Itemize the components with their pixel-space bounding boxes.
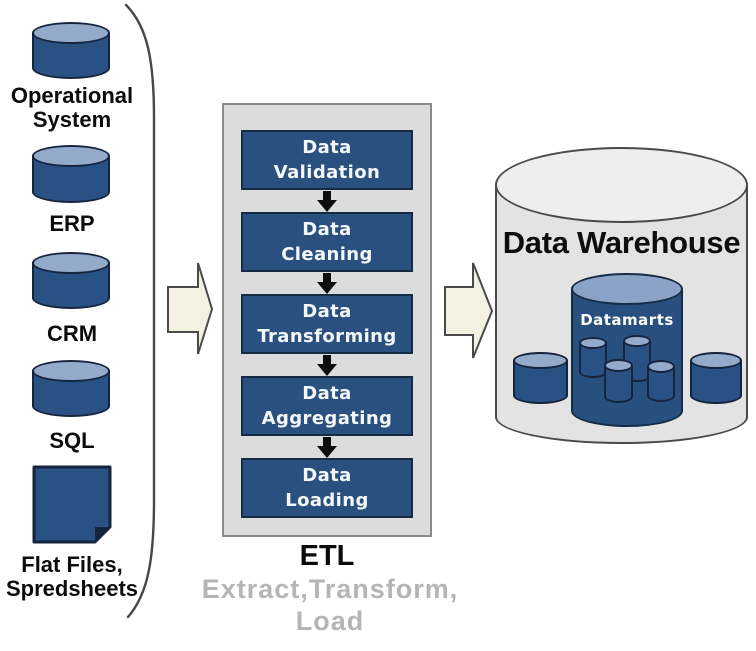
source-label-erp: ERP [0, 212, 164, 236]
step-label-line: Data [302, 301, 352, 322]
step-label-line: Validation [273, 162, 381, 183]
database-cylinder-icon [32, 360, 110, 417]
cylinder-top [690, 352, 742, 369]
source-label-line: Flat Files, [21, 552, 123, 577]
database-cylinder-icon [32, 145, 110, 203]
etl-step-data-aggregating: Data Aggregating [241, 376, 413, 436]
cylinder-top [32, 22, 110, 44]
step-label-line: Aggregating [261, 408, 393, 429]
database-cylinder-icon [32, 22, 110, 79]
small-database-cylinder-icon [690, 352, 742, 404]
source-label-operational-system: Operational System [0, 84, 164, 132]
cylinder-top [513, 352, 568, 369]
source-label-line: ERP [49, 211, 95, 236]
flat-file-icon [32, 465, 112, 544]
cylinder-top [579, 337, 607, 349]
etl-panel: Data Validation Data Cleaning Data Trans… [222, 103, 432, 537]
block-arrow-right-icon [444, 262, 494, 359]
cylinder-top [571, 273, 683, 305]
source-label-line: System [32, 107, 112, 132]
step-label-line: Data [302, 383, 352, 404]
down-arrow-icon [317, 273, 337, 294]
source-label-line: CRM [46, 321, 98, 346]
source-label-line: Spredsheets [5, 576, 139, 601]
etl-title: ETL [299, 540, 355, 572]
step-label-line: Data [302, 465, 352, 486]
cylinder-top [647, 360, 675, 373]
cylinder-top [32, 360, 110, 382]
etl-step-data-cleaning: Data Cleaning [241, 212, 413, 272]
etl-subtitle-line: Extract,Transform, [201, 574, 459, 604]
etl-step-data-transforming: Data Transforming [241, 294, 413, 354]
small-database-cylinder-icon [647, 360, 675, 402]
etl-subtitle: Extract,Transform, Load [150, 573, 510, 637]
cylinder-top [32, 252, 110, 274]
cylinder-top [495, 147, 748, 223]
cylinder-top [604, 359, 633, 372]
small-database-cylinder-icon [513, 352, 568, 404]
step-label-line: Data [302, 219, 352, 240]
etl-step-data-loading: Data Loading [241, 458, 413, 518]
cylinder-top [32, 145, 110, 167]
step-label-line: Loading [285, 490, 369, 511]
step-label-line: Transforming [257, 326, 397, 347]
step-label-line: Cleaning [281, 244, 373, 265]
block-arrow-right-icon [167, 262, 214, 355]
source-label-flat-files: Flat Files, Spredsheets [0, 553, 164, 601]
source-label-line: SQL [49, 428, 95, 453]
source-group-bracket [124, 3, 156, 619]
cylinder-top [623, 335, 651, 347]
down-arrow-icon [317, 191, 337, 212]
etl-step-data-validation: Data Validation [241, 130, 413, 190]
small-database-cylinder-icon [579, 337, 607, 378]
step-label-line: Data [302, 137, 352, 158]
source-label-line: Operational [10, 83, 134, 108]
down-arrow-icon [317, 355, 337, 376]
source-label-crm: CRM [0, 322, 164, 346]
datamarts-label: Datamarts [580, 311, 674, 329]
database-cylinder-icon [32, 252, 110, 309]
source-label-sql: SQL [0, 429, 164, 453]
etl-subtitle-line: Load [295, 606, 365, 636]
warehouse-title: Data Warehouse [502, 225, 741, 260]
small-database-cylinder-icon [604, 359, 633, 403]
down-arrow-icon [317, 437, 337, 458]
